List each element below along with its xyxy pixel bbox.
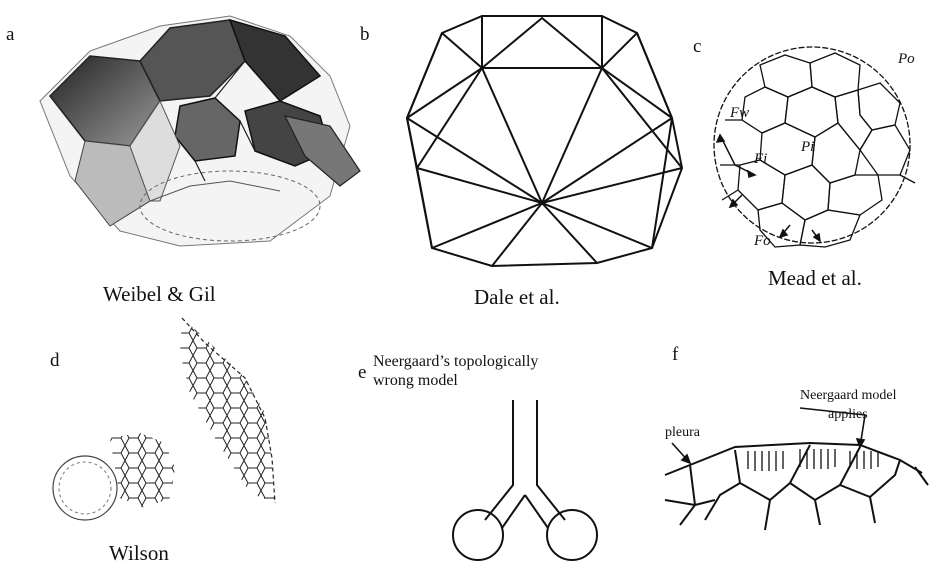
wilson-honeycomb-drawing <box>40 318 290 538</box>
panel-a-letter: a <box>6 24 14 46</box>
weibel-gil-alveolar-drawing <box>30 6 360 256</box>
panel-e-title-line1: Neergaard’s topologically <box>373 352 538 371</box>
label-f-i: Fi <box>754 150 767 169</box>
neergaard-model-drawing <box>450 400 600 565</box>
panel-d-caption: Wilson <box>109 541 169 566</box>
panel-a-caption: Weibel & Gil <box>103 282 216 307</box>
label-f-w: Fw <box>730 104 749 123</box>
panel-b-caption: Dale et al. <box>474 285 560 310</box>
label-p-inner: Pi <box>801 138 814 157</box>
label-p-outer: Po <box>898 50 915 69</box>
dale-polyhedron-drawing <box>397 8 687 273</box>
panel-b-letter: b <box>360 24 370 46</box>
panel-f-letter: f <box>672 344 678 366</box>
panel-e-letter: e <box>358 362 366 384</box>
panel-c-caption: Mead et al. <box>768 266 862 291</box>
pleura-alveoli-drawing <box>660 405 930 535</box>
panel-f-note-line1: Neergaard model <box>800 387 897 404</box>
panel-e-title-line2: wrong model <box>373 371 458 390</box>
label-f-o: Fo <box>754 232 771 251</box>
